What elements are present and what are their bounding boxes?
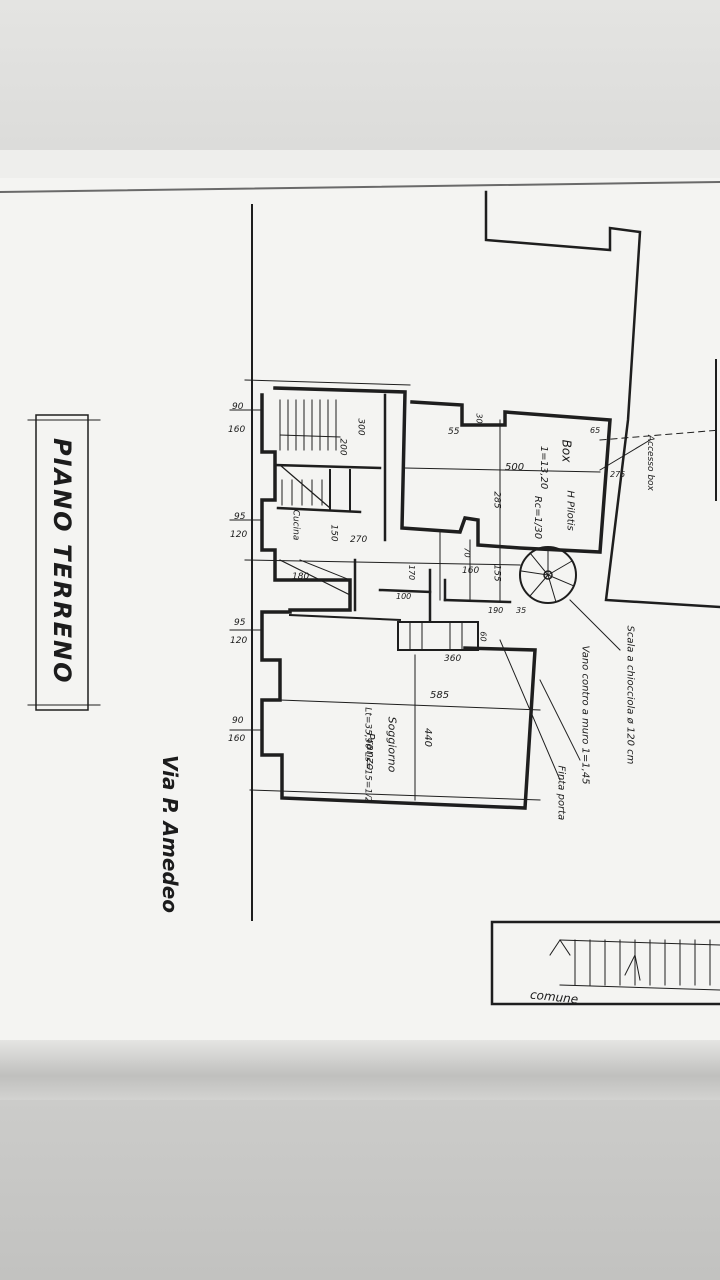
spiral-stair [519, 546, 577, 604]
dim-55: 55 [448, 427, 460, 437]
room-label-box-note: H Pilotis [564, 490, 576, 531]
dim-270: 270 [350, 535, 368, 545]
street-name: Via P. Amedeo [158, 755, 182, 914]
dim-160-c: 160 [462, 566, 480, 576]
common-stair-treads [549, 939, 720, 991]
dim-65: 65 [590, 426, 601, 435]
room-label-living: Soggiorno [385, 716, 399, 773]
dim-155: 155 [491, 564, 502, 582]
dim-160-a: 160 [228, 425, 246, 435]
dimension-lines [229, 379, 601, 801]
exterior-wall [260, 393, 537, 810]
stair-treads [279, 399, 341, 506]
note-vano: Vano contro a muro 1=1,45 [579, 645, 591, 785]
courtyard-outline [484, 190, 720, 609]
box-walls [273, 386, 612, 554]
dim-190: 190 [488, 606, 504, 615]
plastic-sleeve [0, 1040, 720, 1100]
dim-300: 300 [355, 418, 366, 436]
room-label-box-area: Rc=1/30 [532, 495, 544, 540]
dim-95-b: 95 [234, 618, 246, 628]
room-label-box: Box [559, 439, 574, 463]
dim-285: 285 [491, 491, 502, 509]
dim-30: 30 [474, 413, 484, 424]
sheet-edge-line [0, 180, 720, 194]
paper-sheet [0, 178, 720, 1050]
dim-585: 585 [430, 690, 450, 701]
dim-120-b: 120 [230, 636, 248, 646]
note-spiral-stair: Scala a chiocciola ø 120 cm [624, 625, 636, 765]
dim-360: 360 [444, 654, 462, 664]
dim-275: 275 [610, 470, 626, 479]
dim-60: 60 [478, 631, 488, 642]
dim-150: 150 [328, 524, 339, 542]
dim-35: 35 [516, 606, 527, 615]
dim-180: 180 [292, 572, 310, 582]
dim-170: 170 [407, 564, 417, 581]
dim-200: 200 [337, 438, 348, 456]
dim-500: 500 [505, 462, 525, 473]
dim-70: 70 [462, 547, 472, 558]
plan-title: PIANO TERRENO [48, 438, 76, 685]
note-finta-porta: Finta porta [555, 765, 567, 821]
dim-120: 120 [230, 530, 248, 540]
room-label-kitchen: Cucina [290, 509, 301, 541]
leader-lines [499, 429, 720, 781]
background-wall [0, 0, 720, 150]
dim-100: 100 [396, 592, 412, 601]
dim-440: 440 [422, 727, 434, 748]
room-label-box-dims: 1=13,20 [538, 445, 550, 490]
room-label-living-c: Lt=35,90 Ls=15=1/2 [362, 707, 373, 803]
dim-90-a: 90 [232, 402, 244, 412]
dim-160-b: 160 [228, 734, 246, 744]
dim-95: 95 [234, 512, 246, 522]
note-accesso: Accesso box [645, 435, 655, 491]
dim-90-b: 90 [232, 716, 244, 726]
kitchen-counter [397, 621, 479, 651]
common-stair-block [490, 920, 720, 1006]
title-frame [35, 414, 89, 711]
